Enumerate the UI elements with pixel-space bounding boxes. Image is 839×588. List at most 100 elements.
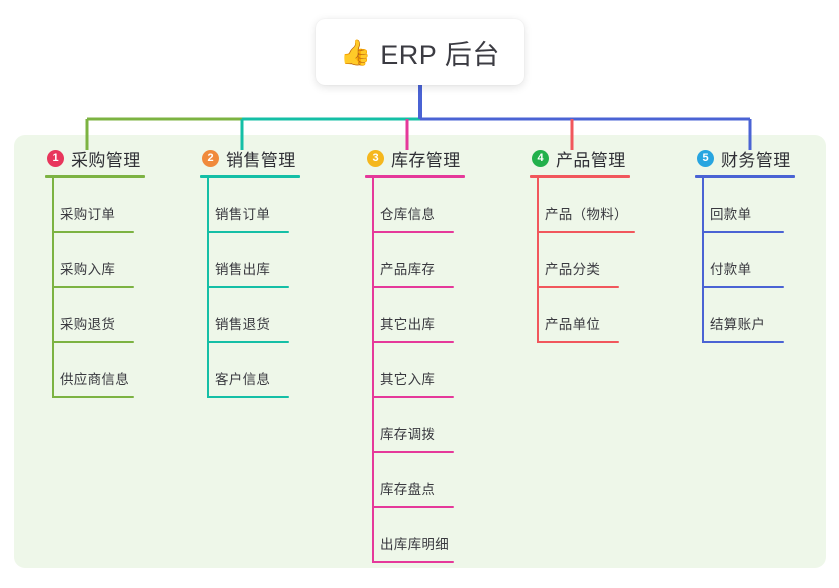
branch-spine-1 (52, 178, 54, 398)
leaf-underline (52, 396, 134, 398)
branch-children-1: 采购订单采购入库采购退货供应商信息 (45, 178, 145, 398)
leaf-underline (207, 341, 289, 343)
leaf-item[interactable]: 付款单 (695, 233, 795, 288)
leaf-label: 结算账户 (710, 317, 766, 332)
leaf-item[interactable]: 库存调拨 (365, 398, 465, 453)
leaf-label: 销售退货 (215, 317, 271, 332)
leaf-underline (702, 231, 784, 233)
leaf-item[interactable]: 采购订单 (45, 178, 145, 233)
branch-column-2: 2 销售管理销售订单销售出库销售退货客户信息 (200, 145, 300, 398)
leaf-item[interactable]: 产品单位 (530, 288, 630, 343)
leaf-label: 销售订单 (215, 207, 271, 222)
branch-underline-1 (45, 175, 145, 178)
leaf-underline (702, 286, 784, 288)
leaf-label: 产品库存 (380, 262, 436, 277)
branch-column-4: 4 产品管理产品（物料） 产品分类产品单位 (530, 145, 635, 343)
leaf-label: 供应商信息 (60, 372, 129, 387)
leaf-item[interactable]: 产品（物料） (530, 178, 635, 233)
leaf-item[interactable]: 仓库信息 (365, 178, 465, 233)
leaf-underline (372, 231, 454, 233)
branch-children-4: 产品（物料） 产品分类产品单位 (530, 178, 635, 343)
leaf-underline (537, 231, 635, 233)
leaf-label: 采购入库 (60, 262, 116, 277)
leaf-item[interactable]: 产品库存 (365, 233, 465, 288)
leaf-underline (537, 286, 619, 288)
leaf-underline (372, 286, 454, 288)
leaf-underline (372, 341, 454, 343)
leaf-underline (52, 286, 134, 288)
leaf-label: 仓库信息 (380, 207, 436, 222)
branch-header-4[interactable]: 4 产品管理 (530, 145, 630, 171)
leaf-item[interactable]: 销售退货 (200, 288, 300, 343)
branch-children-5: 回款单付款单结算账户 (695, 178, 795, 343)
branch-underline-3 (365, 175, 465, 178)
leaf-label: 库存盘点 (380, 482, 436, 497)
branch-header-3[interactable]: 3 库存管理 (365, 145, 465, 171)
leaf-item[interactable]: 销售订单 (200, 178, 300, 233)
branch-underline-5 (695, 175, 795, 178)
leaf-label: 采购退货 (60, 317, 116, 332)
branch-badge-5: 5 (697, 149, 714, 167)
leaf-item[interactable]: 客户信息 (200, 343, 300, 398)
leaf-underline (372, 396, 454, 398)
leaf-underline (372, 506, 454, 508)
branch-title-4: 产品管理 (556, 150, 626, 170)
leaf-label: 付款单 (710, 262, 752, 277)
leaf-underline (207, 396, 289, 398)
leaf-label: 产品（物料） (545, 207, 628, 222)
branch-title-5: 财务管理 (721, 150, 791, 170)
branch-title-2: 销售管理 (226, 150, 296, 170)
leaf-item[interactable]: 其它出库 (365, 288, 465, 343)
branch-spine-2 (207, 178, 209, 398)
leaf-item[interactable]: 销售出库 (200, 233, 300, 288)
branch-column-3: 3 库存管理仓库信息产品库存其它出库其它入库库存调拨库存盘点出库库明细 (365, 145, 465, 563)
leaf-underline (207, 231, 289, 233)
leaf-label: 其它入库 (380, 372, 436, 387)
leaf-underline (52, 341, 134, 343)
root-node-content: 👍 ERP 后台 (340, 33, 500, 72)
branch-underline-2 (200, 175, 300, 178)
branches-panel (14, 135, 826, 568)
leaf-item[interactable]: 其它入库 (365, 343, 465, 398)
leaf-item[interactable]: 供应商信息 (45, 343, 145, 398)
branch-spine-5 (702, 178, 704, 343)
branch-header-5[interactable]: 5 财务管理 (695, 145, 795, 171)
leaf-item[interactable]: 结算账户 (695, 288, 795, 343)
leaf-item[interactable]: 回款单 (695, 178, 795, 233)
leaf-underline (372, 451, 454, 453)
root-node[interactable]: 👍 ERP 后台 (316, 19, 524, 85)
branch-underline-4 (530, 175, 630, 178)
leaf-label: 产品分类 (545, 262, 601, 277)
branch-title-3: 库存管理 (391, 150, 461, 170)
branch-column-5: 5 财务管理回款单付款单结算账户 (695, 145, 795, 343)
branch-spine-3 (372, 178, 374, 563)
leaf-underline (372, 561, 454, 563)
leaf-label: 其它出库 (380, 317, 436, 332)
leaf-item[interactable]: 采购入库 (45, 233, 145, 288)
branch-children-2: 销售订单销售出库销售退货客户信息 (200, 178, 300, 398)
leaf-underline (537, 341, 619, 343)
leaf-item[interactable]: 出库库明细 (365, 508, 465, 563)
branch-badge-3: 3 (367, 149, 384, 167)
branch-header-2[interactable]: 2 销售管理 (200, 145, 300, 171)
leaf-underline (702, 341, 784, 343)
thumbs-up-icon: 👍 (340, 37, 372, 67)
branch-badge-4: 4 (532, 149, 549, 167)
leaf-label: 产品单位 (545, 317, 601, 332)
leaf-label: 回款单 (710, 207, 752, 222)
branch-badge-2: 2 (202, 149, 219, 167)
leaf-underline (207, 286, 289, 288)
leaf-item[interactable]: 产品分类 (530, 233, 630, 288)
leaf-label: 出库库明细 (380, 537, 449, 552)
leaf-item[interactable]: 采购退货 (45, 288, 145, 343)
leaf-item[interactable]: 库存盘点 (365, 453, 465, 508)
branch-badge-1: 1 (47, 149, 64, 167)
branch-children-3: 仓库信息产品库存其它出库其它入库库存调拨库存盘点出库库明细 (365, 178, 465, 563)
leaf-label: 采购订单 (60, 207, 116, 222)
leaf-underline (52, 231, 134, 233)
root-title: ERP 后台 (380, 39, 500, 70)
leaf-label: 客户信息 (215, 372, 271, 387)
